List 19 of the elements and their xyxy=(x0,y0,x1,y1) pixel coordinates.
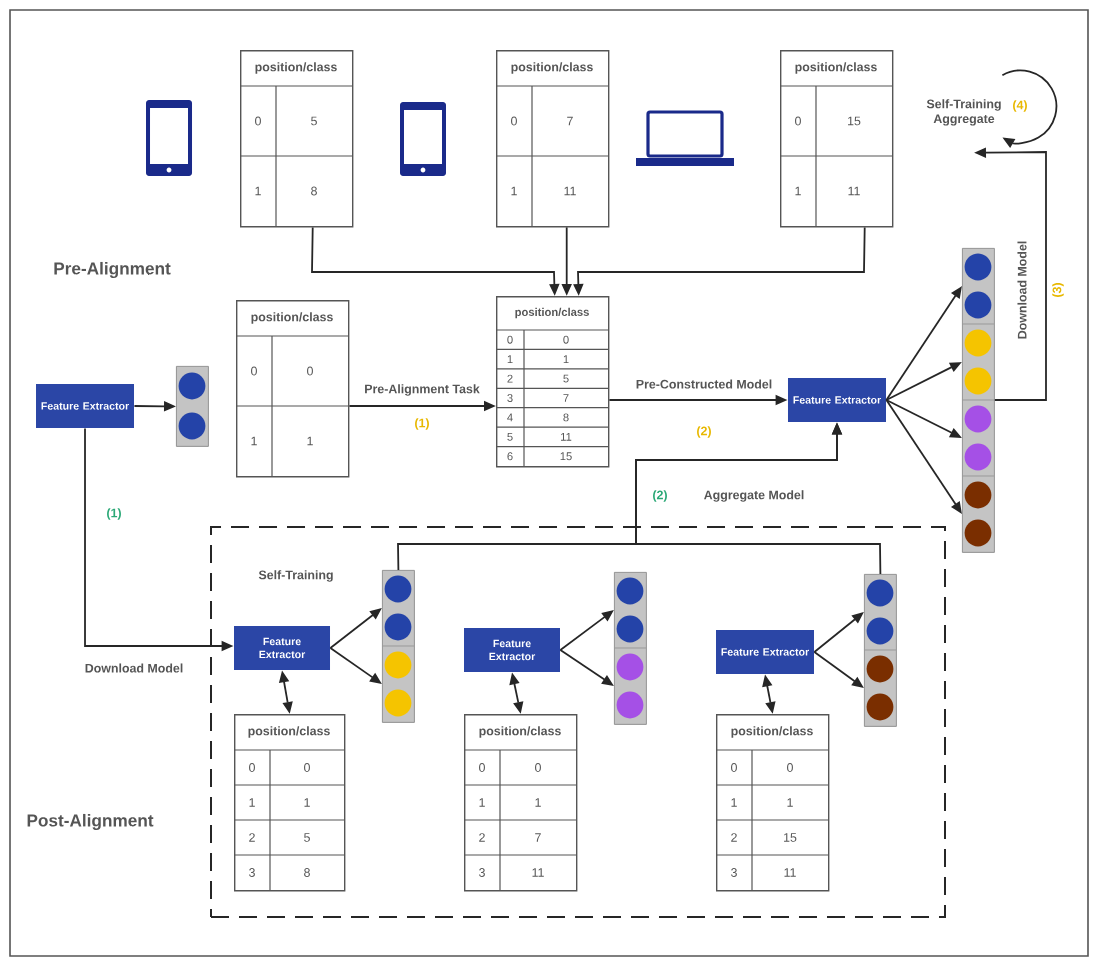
arrow xyxy=(329,608,382,649)
table xyxy=(715,713,830,892)
arrow xyxy=(813,612,864,653)
table xyxy=(239,50,354,228)
table xyxy=(495,296,610,468)
dashed-frame xyxy=(210,526,946,918)
output-vector xyxy=(176,366,209,447)
output-vector xyxy=(613,572,647,725)
table xyxy=(463,713,578,892)
table xyxy=(495,50,610,228)
table xyxy=(779,50,894,228)
table xyxy=(235,300,350,478)
section-title: Pre-Alignment xyxy=(54,261,171,279)
table xyxy=(233,713,346,892)
output-vector xyxy=(863,574,897,727)
section-title: Post-Alignment xyxy=(27,813,154,831)
loop-arrow xyxy=(1001,69,1058,149)
output-vector xyxy=(381,570,415,723)
output-vector xyxy=(961,248,995,553)
